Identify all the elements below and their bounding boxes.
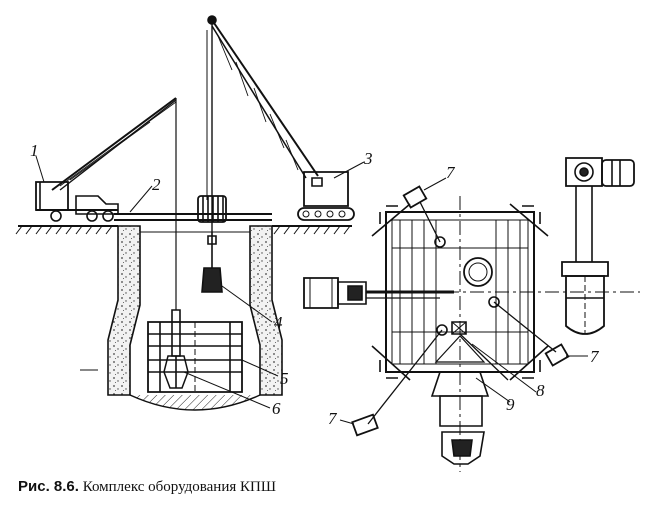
callout-labels: 1 2 3 4 5 6 7 7 7 7 8 9 bbox=[30, 141, 600, 428]
figure-caption-text: Комплекс оборудования КПШ bbox=[82, 479, 276, 495]
callout-2: 2 bbox=[152, 175, 161, 194]
callout-9: 9 bbox=[506, 395, 515, 414]
hoist-machine bbox=[562, 158, 634, 334]
callout-8: 8 bbox=[536, 381, 545, 400]
head-frame bbox=[114, 214, 272, 220]
left-leaders bbox=[36, 156, 364, 408]
right-leaders bbox=[340, 178, 588, 424]
crawler-crane bbox=[208, 16, 354, 220]
plan-left-mechanism bbox=[304, 278, 454, 308]
callout-5: 5 bbox=[280, 369, 289, 388]
callout-4: 4 bbox=[274, 313, 283, 332]
ground-surface bbox=[16, 226, 352, 234]
plan-view bbox=[304, 158, 640, 472]
truck-crane bbox=[36, 98, 176, 221]
section-view bbox=[16, 16, 364, 410]
shaft-opening bbox=[464, 258, 492, 286]
callout-1: 1 bbox=[30, 141, 39, 160]
callout-7-right: 7 bbox=[590, 347, 600, 366]
winch-drum bbox=[198, 196, 226, 222]
anchor-block bbox=[404, 186, 427, 207]
shaft-bottom bbox=[130, 395, 260, 410]
anchor-block bbox=[352, 415, 377, 436]
callout-6: 6 bbox=[272, 399, 281, 418]
hoist-load bbox=[202, 232, 222, 292]
grab-plan bbox=[452, 322, 466, 334]
figure-caption: Рис. 8.6. Комплекс оборудования КПШ bbox=[18, 478, 276, 496]
sinking-stage bbox=[148, 322, 242, 392]
callout-3: 3 bbox=[363, 149, 373, 168]
hopper-plan bbox=[432, 336, 488, 464]
anchor-block bbox=[546, 344, 569, 365]
callout-7-top: 7 bbox=[446, 163, 456, 182]
callout-7-left: 7 bbox=[328, 409, 338, 428]
guy-ropes bbox=[368, 202, 556, 424]
figure-caption-label: Рис. 8.6. bbox=[18, 478, 79, 495]
